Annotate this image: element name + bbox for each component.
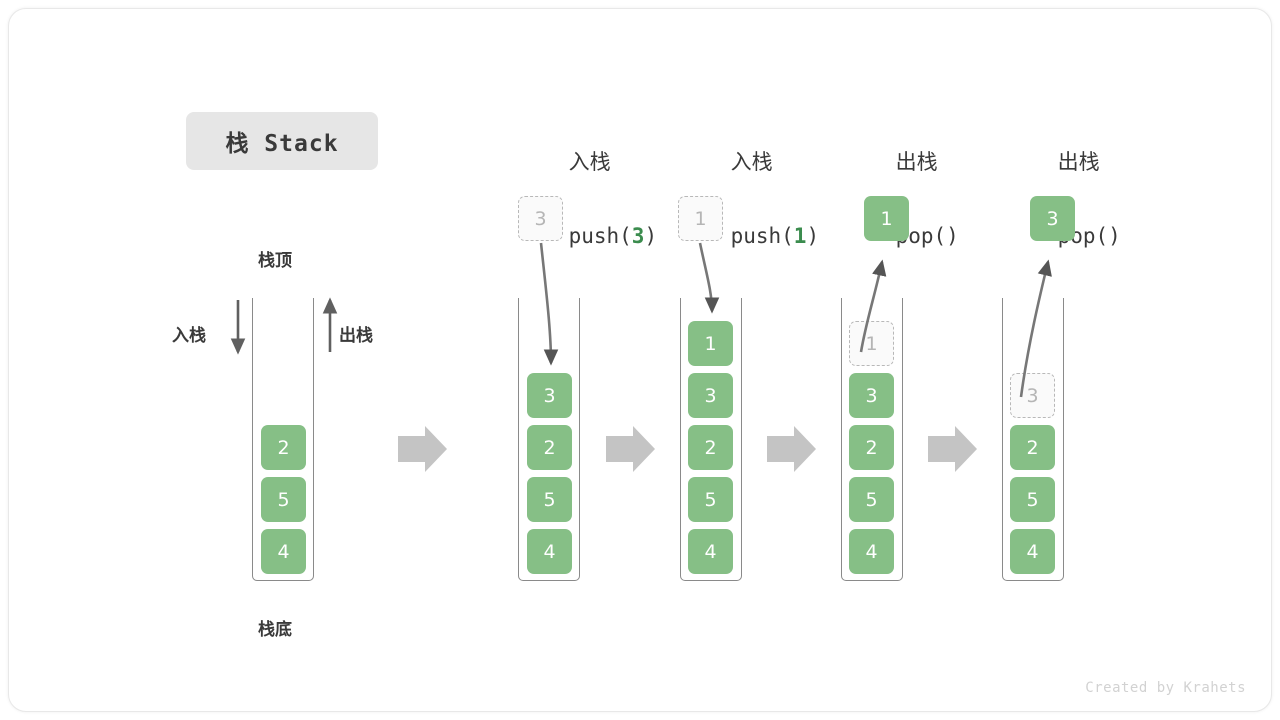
- popped-box: 3: [1030, 196, 1075, 241]
- stack-cell: 5: [688, 477, 733, 522]
- stack-container-push-1: [680, 298, 742, 581]
- column-header-op-suffix: ): [1108, 224, 1121, 248]
- stack-container-initial: [252, 298, 314, 581]
- removed-ghost-box: 3: [1010, 373, 1055, 418]
- stack-cell: 3: [688, 373, 733, 418]
- incoming-ghost-box: 3: [518, 196, 563, 241]
- column-header-op-suffix: ): [946, 224, 959, 248]
- stack-cell: 3: [849, 373, 894, 418]
- title-badge: 栈 Stack: [186, 112, 378, 170]
- column-header-push-3: 入栈 push(3): [518, 107, 658, 292]
- stack-cell: 5: [261, 477, 306, 522]
- pop-side-label: 出栈: [339, 326, 373, 346]
- column-header-cn: 入栈: [568, 150, 611, 174]
- column-header-op-value: 3: [631, 224, 645, 248]
- column-header-op-suffix: ): [644, 224, 658, 248]
- incoming-ghost-box: 1: [678, 196, 723, 241]
- stack-cell: 2: [688, 425, 733, 470]
- stack-cell: 2: [849, 425, 894, 470]
- column-header-op-prefix: push(: [568, 224, 632, 248]
- stack-cell: 2: [1010, 425, 1055, 470]
- credit-text: Created by Krahets: [1085, 680, 1246, 696]
- column-header-cn: 出栈: [1057, 150, 1100, 174]
- stack-cell: 5: [527, 477, 572, 522]
- stack-container-pop-1: [841, 298, 903, 581]
- column-header-cn: 出栈: [895, 150, 938, 174]
- push-side-label: 入栈: [172, 326, 206, 346]
- stack-cell: 1: [688, 321, 733, 366]
- stack-cell: 3: [527, 373, 572, 418]
- stack-cell: 2: [261, 425, 306, 470]
- column-header-cn: 入栈: [730, 150, 773, 174]
- column-header-pop-3: 出栈 pop(): [1007, 107, 1121, 292]
- column-header-op-prefix: push(: [730, 224, 794, 248]
- stack-cell: 4: [261, 529, 306, 574]
- stack-cell: 5: [849, 477, 894, 522]
- stack-bottom-label: 栈底: [258, 620, 292, 640]
- removed-ghost-box: 1: [849, 321, 894, 366]
- column-header-op-value: 1: [793, 224, 807, 248]
- stack-cell: 2: [527, 425, 572, 470]
- stack-cell: 4: [688, 529, 733, 574]
- stack-container-pop-3: [1002, 298, 1064, 581]
- column-header-push-1: 入栈 push(1): [680, 107, 820, 292]
- stack-top-label: 栈顶: [258, 251, 292, 271]
- stack-cell: 5: [1010, 477, 1055, 522]
- stack-cell: 4: [1010, 529, 1055, 574]
- stack-cell: 4: [527, 529, 572, 574]
- stack-container-push-3: [518, 298, 580, 581]
- stack-cell: 4: [849, 529, 894, 574]
- popped-box: 1: [864, 196, 909, 241]
- column-header-op-suffix: ): [806, 224, 820, 248]
